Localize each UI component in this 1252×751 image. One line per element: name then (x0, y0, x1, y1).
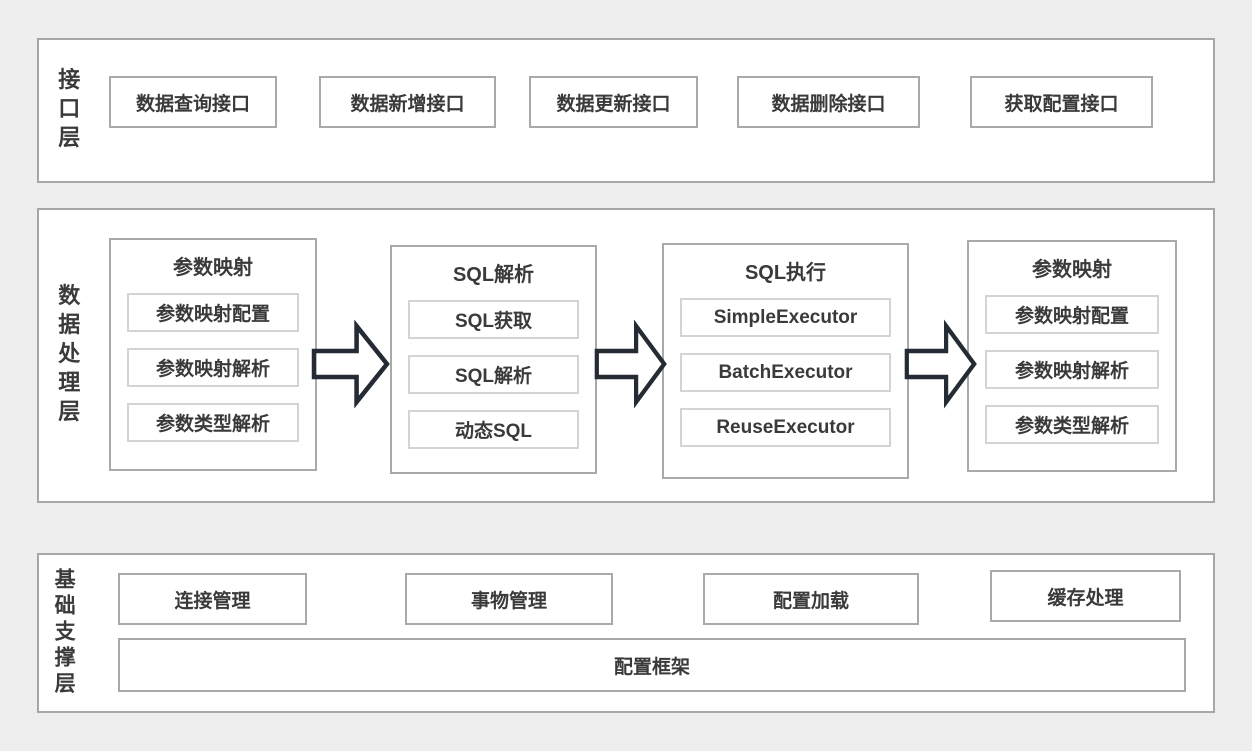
group-item: 参数类型解析 (985, 405, 1159, 444)
group-item: SimpleExecutor (680, 298, 891, 337)
group-item: 参数映射配置 (127, 293, 299, 332)
flow-arrow-icon (311, 318, 390, 410)
group-item: 参数映射解析 (985, 350, 1159, 389)
interface-box-query: 数据查询接口 (109, 76, 277, 128)
group-title: 参数映射 (1032, 259, 1112, 281)
group-title: SQL执行 (744, 262, 827, 284)
group-parameter-mapping-result: 参数映射 参数映射配置 参数映射解析 参数类型解析 (967, 240, 1177, 472)
group-item: ReuseExecutor (680, 408, 891, 447)
interface-box-delete: 数据删除接口 (737, 76, 920, 128)
group-item: SQL解析 (408, 355, 579, 394)
group-item: BatchExecutor (680, 353, 891, 392)
group-item: 参数映射解析 (127, 348, 299, 387)
foundation-layer-label: 基础支撑层 (52, 568, 76, 698)
group-parameter-mapping: 参数映射 参数映射配置 参数映射解析 参数类型解析 (109, 238, 317, 471)
foundation-box-connection: 连接管理 (118, 573, 307, 625)
interface-box-update: 数据更新接口 (529, 76, 698, 128)
interface-box-config: 获取配置接口 (970, 76, 1153, 128)
config-framework-box: 配置框架 (118, 638, 1186, 692)
group-sql-execution: SQL执行 SimpleExecutor BatchExecutor Reuse… (662, 243, 909, 479)
flow-arrow-icon (904, 318, 977, 410)
group-item: 动态SQL (408, 410, 579, 449)
group-item: 参数映射配置 (985, 295, 1159, 334)
flow-arrow-icon (594, 318, 667, 410)
processing-layer-label: 数据处理层 (55, 283, 81, 428)
group-item: 参数类型解析 (127, 403, 299, 442)
group-title: 参数映射 (173, 257, 253, 279)
foundation-layer-panel: 基础支撑层 连接管理 事物管理 配置加载 缓存处理 配置框架 (37, 553, 1215, 713)
foundation-box-config-load: 配置加载 (703, 573, 919, 625)
interface-box-insert: 数据新增接口 (319, 76, 496, 128)
group-title: SQL解析 (452, 264, 535, 286)
group-sql-parsing: SQL解析 SQL获取 SQL解析 动态SQL (390, 245, 597, 474)
foundation-box-transaction: 事物管理 (405, 573, 613, 625)
interface-layer-panel: 接口层 数据查询接口 数据新增接口 数据更新接口 数据删除接口 获取配置接口 (37, 38, 1215, 183)
interface-layer-label: 接口层 (55, 67, 81, 154)
group-item: SQL获取 (408, 300, 579, 339)
foundation-box-cache: 缓存处理 (990, 570, 1181, 622)
processing-layer-panel: 数据处理层 参数映射 参数映射配置 参数映射解析 参数类型解析 SQL解析 SQ… (37, 208, 1215, 503)
